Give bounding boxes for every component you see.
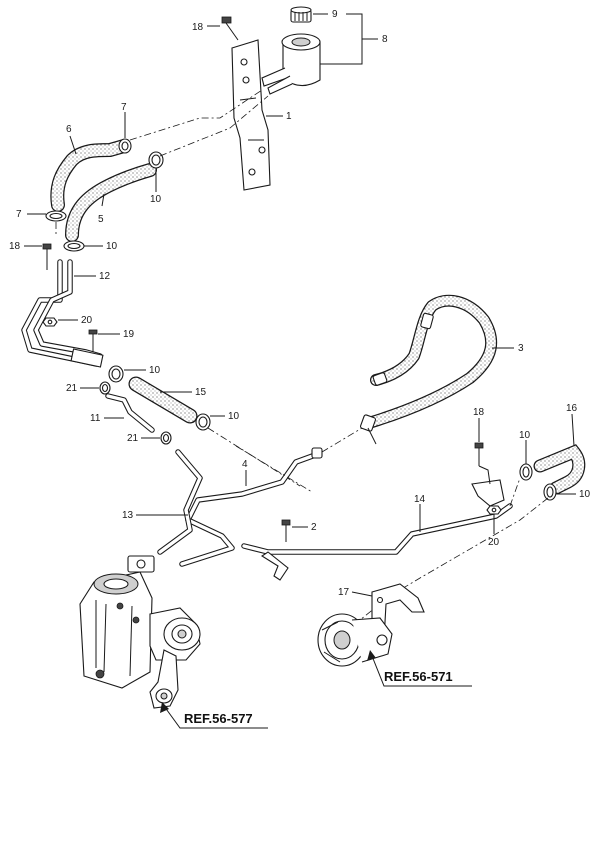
callout-21-lower: 21 xyxy=(127,433,139,444)
callout-3: 3 xyxy=(518,343,524,354)
leader-16 xyxy=(571,413,575,447)
callout-16: 16 xyxy=(566,403,578,414)
callout-17: 17 xyxy=(338,587,350,598)
clamp-21-lower xyxy=(160,431,172,445)
clamp-21-upper xyxy=(99,381,111,395)
callout-7-lower: 7 xyxy=(16,209,22,220)
hose-16 xyxy=(533,444,586,495)
reservoir-tank xyxy=(261,33,321,95)
steering-gear-box xyxy=(79,555,155,689)
hose-6 xyxy=(50,139,131,212)
callout-13: 13 xyxy=(122,510,134,521)
nut-20-left xyxy=(42,317,58,327)
leader-17 xyxy=(351,591,373,597)
callout-1: 1 xyxy=(286,111,292,122)
clamp-7-lower xyxy=(45,210,67,222)
clamp-10-hose16-upper xyxy=(519,463,533,481)
connection-line-6-reservoir xyxy=(129,89,263,141)
callout-4: 4 xyxy=(242,459,248,470)
pitman-arm xyxy=(149,649,179,709)
callout-18-top: 18 xyxy=(192,22,204,33)
clamp-10-upper xyxy=(148,151,164,169)
callout-7-upper: 7 xyxy=(121,102,127,113)
pipe-14 xyxy=(241,479,513,581)
callout-20-left: 20 xyxy=(81,315,93,326)
hose-15 xyxy=(128,376,198,424)
tube-11 xyxy=(105,393,155,433)
clamp-7-upper xyxy=(118,138,132,154)
bolt-top xyxy=(221,16,239,41)
clamp-10-hose15-right xyxy=(195,413,211,431)
callout-10-hose16-upper: 10 xyxy=(519,430,531,441)
clamp-10-hose16-lower xyxy=(543,483,557,501)
callout-6: 6 xyxy=(66,124,72,135)
callout-14: 14 xyxy=(414,494,426,505)
connection-line-16 xyxy=(509,477,521,507)
connection-line-4-hose3 xyxy=(321,427,363,453)
bolt-18-left xyxy=(42,243,52,270)
clamp-10-mid xyxy=(63,240,85,252)
callout-10-mid: 10 xyxy=(106,241,118,252)
hose-5 xyxy=(65,163,157,242)
leader-5 xyxy=(101,193,105,207)
callout-21-upper: 21 xyxy=(66,383,78,394)
callout-18-left: 18 xyxy=(9,241,21,252)
callout-10-hose16-lower: 10 xyxy=(579,489,591,500)
ref-arrow-gear xyxy=(160,702,169,713)
nut-20-right xyxy=(486,505,502,515)
callout-10-hose15-right: 10 xyxy=(228,411,240,422)
power-steering-pump xyxy=(317,613,393,667)
leader-6 xyxy=(69,135,77,155)
reservoir-bracket xyxy=(231,39,271,191)
reservoir-cap xyxy=(290,6,312,23)
leader-8 xyxy=(320,13,378,65)
ref-leader-gear xyxy=(163,705,268,729)
pipe-12 xyxy=(21,259,104,368)
callout-19: 19 xyxy=(123,329,135,340)
callout-9: 9 xyxy=(332,9,338,20)
callout-11: 11 xyxy=(90,413,101,424)
ref-label-gear: REF.56-577 xyxy=(184,711,253,726)
gear-sector-shaft xyxy=(149,607,201,661)
pipe-4 xyxy=(179,447,323,567)
pipe-13 xyxy=(157,449,203,555)
callout-10-hose15-left: 10 xyxy=(149,365,161,376)
ref-label-pump: REF.56-571 xyxy=(384,669,453,684)
callout-12: 12 xyxy=(99,271,111,282)
callout-18-right: 18 xyxy=(473,407,485,418)
callout-20-right: 20 xyxy=(488,537,500,548)
bolt-2 xyxy=(281,519,291,542)
hose-3 xyxy=(359,294,498,445)
ref-arrow-pump xyxy=(367,650,376,661)
ref-leader-pump xyxy=(371,655,472,687)
clamp-10-hose15-left xyxy=(108,365,124,383)
callout-5: 5 xyxy=(98,214,104,225)
callout-10-upper: 10 xyxy=(150,194,162,205)
connection-line-5-reservoir xyxy=(159,95,269,157)
callout-15: 15 xyxy=(195,387,207,398)
bolt-19 xyxy=(88,329,98,352)
bolt-18-right xyxy=(474,442,491,485)
callout-8: 8 xyxy=(382,34,388,45)
callout-2: 2 xyxy=(311,522,317,533)
